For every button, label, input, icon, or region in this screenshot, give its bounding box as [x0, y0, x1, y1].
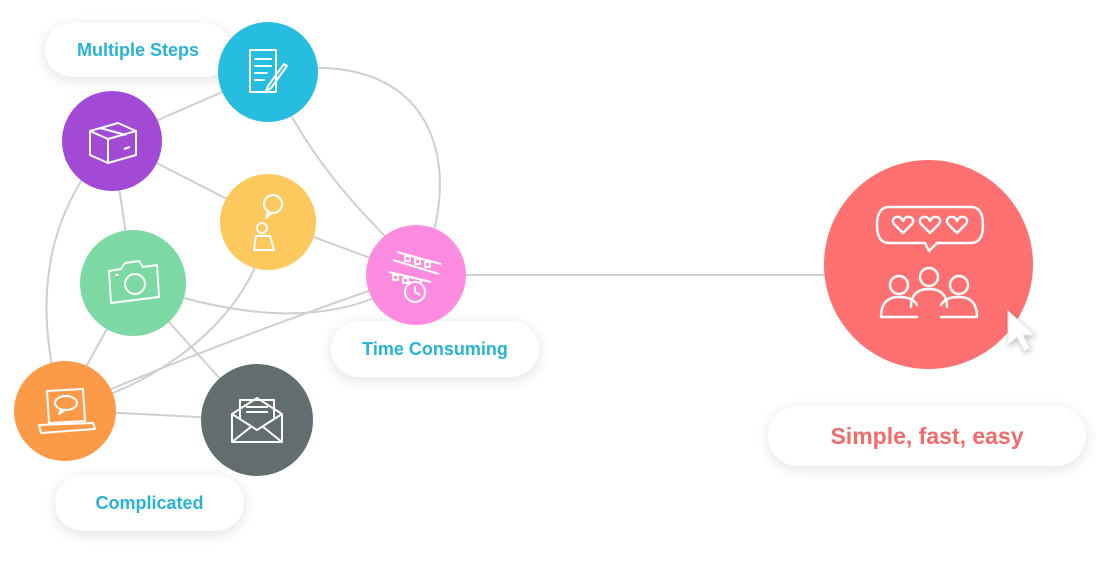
- result-label: Simple, fast, easy: [768, 406, 1086, 466]
- envelope-node: [201, 364, 313, 476]
- community-node: [824, 160, 1033, 369]
- camera-icon: [108, 260, 160, 304]
- community-hearts-icon: [875, 205, 984, 318]
- document-node: [218, 22, 318, 122]
- heart-icon: [945, 215, 968, 234]
- laptop-chat-node: [14, 361, 116, 461]
- complicated-label: Complicated: [55, 475, 244, 531]
- box-node: [62, 91, 162, 191]
- multiple-steps-label: Multiple Steps: [45, 23, 231, 77]
- document-pen-icon: [249, 49, 288, 93]
- heart-icon: [891, 215, 914, 234]
- calendar-clock-node: [366, 225, 466, 325]
- heart-icon: [918, 215, 941, 234]
- envelope-icon: [231, 397, 283, 443]
- person-speech-icon: [253, 194, 283, 251]
- laptop-chat-icon: [38, 388, 96, 434]
- person-speech-node: [220, 174, 316, 270]
- cursor-arrow-icon: [1007, 309, 1037, 352]
- calendar-clock-icon: [388, 251, 442, 303]
- camera-node: [80, 230, 186, 336]
- time-consuming-label: Time Consuming: [331, 321, 539, 377]
- box-icon: [89, 122, 137, 164]
